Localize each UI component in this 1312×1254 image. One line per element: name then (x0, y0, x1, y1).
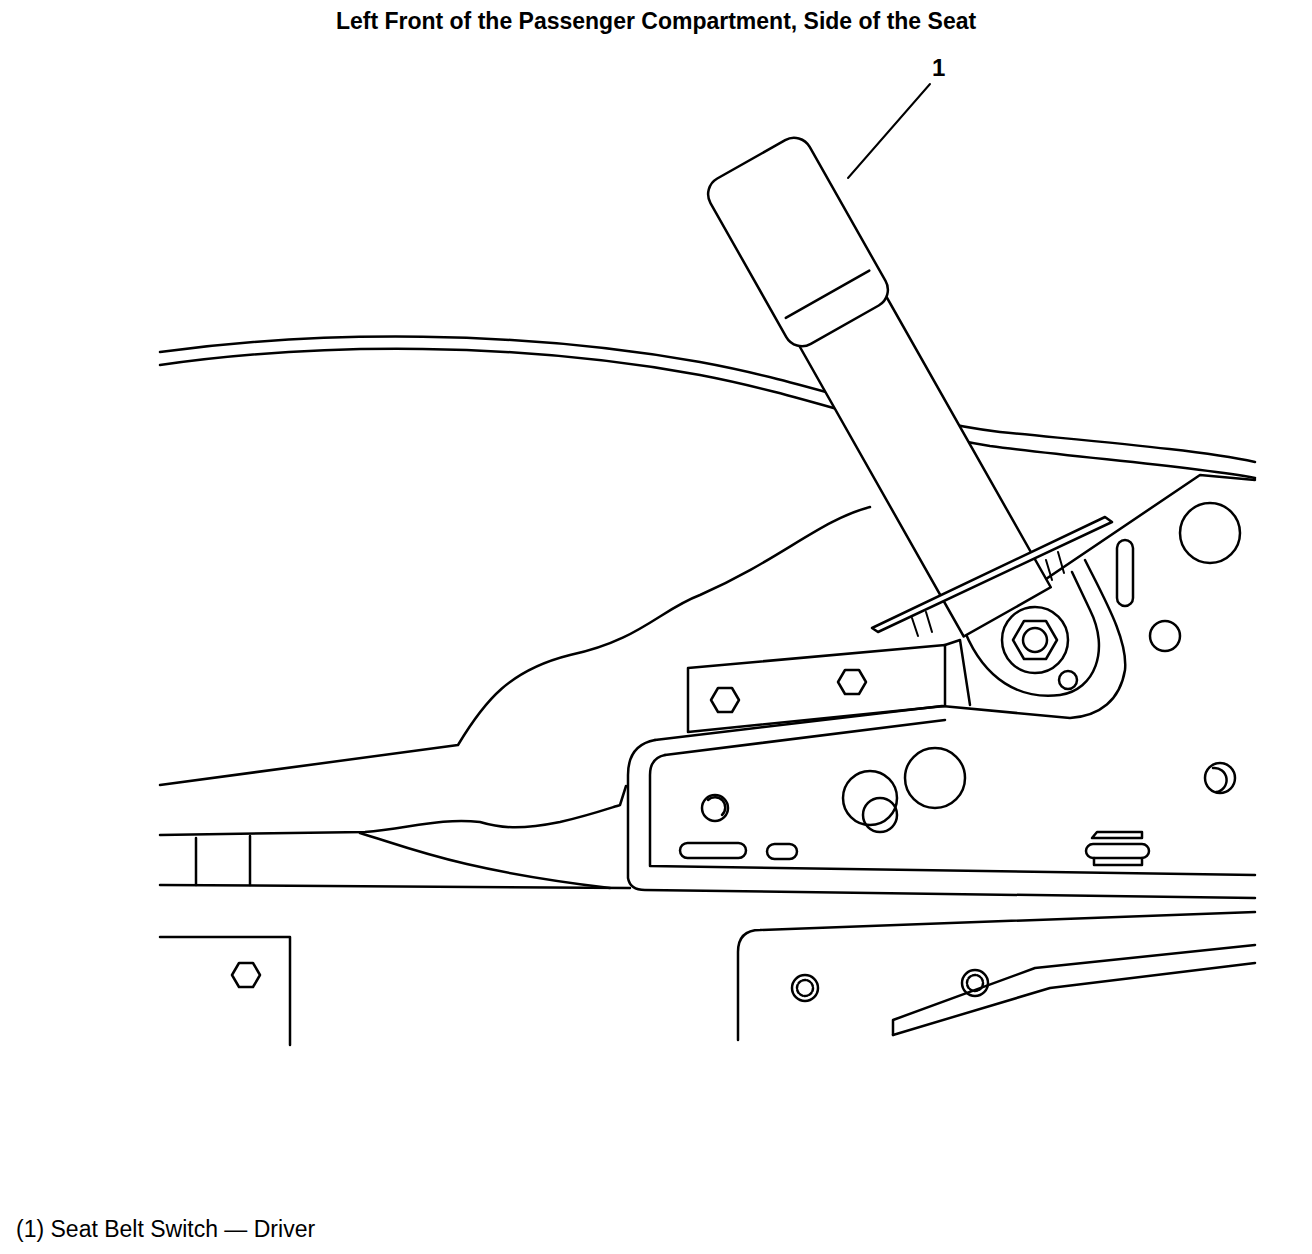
figure-caption: (1) Seat Belt Switch — Driver (16, 1216, 315, 1243)
callout-number: 1 (932, 54, 945, 82)
diagram-title: Left Front of the Passenger Compartment,… (0, 8, 1312, 35)
